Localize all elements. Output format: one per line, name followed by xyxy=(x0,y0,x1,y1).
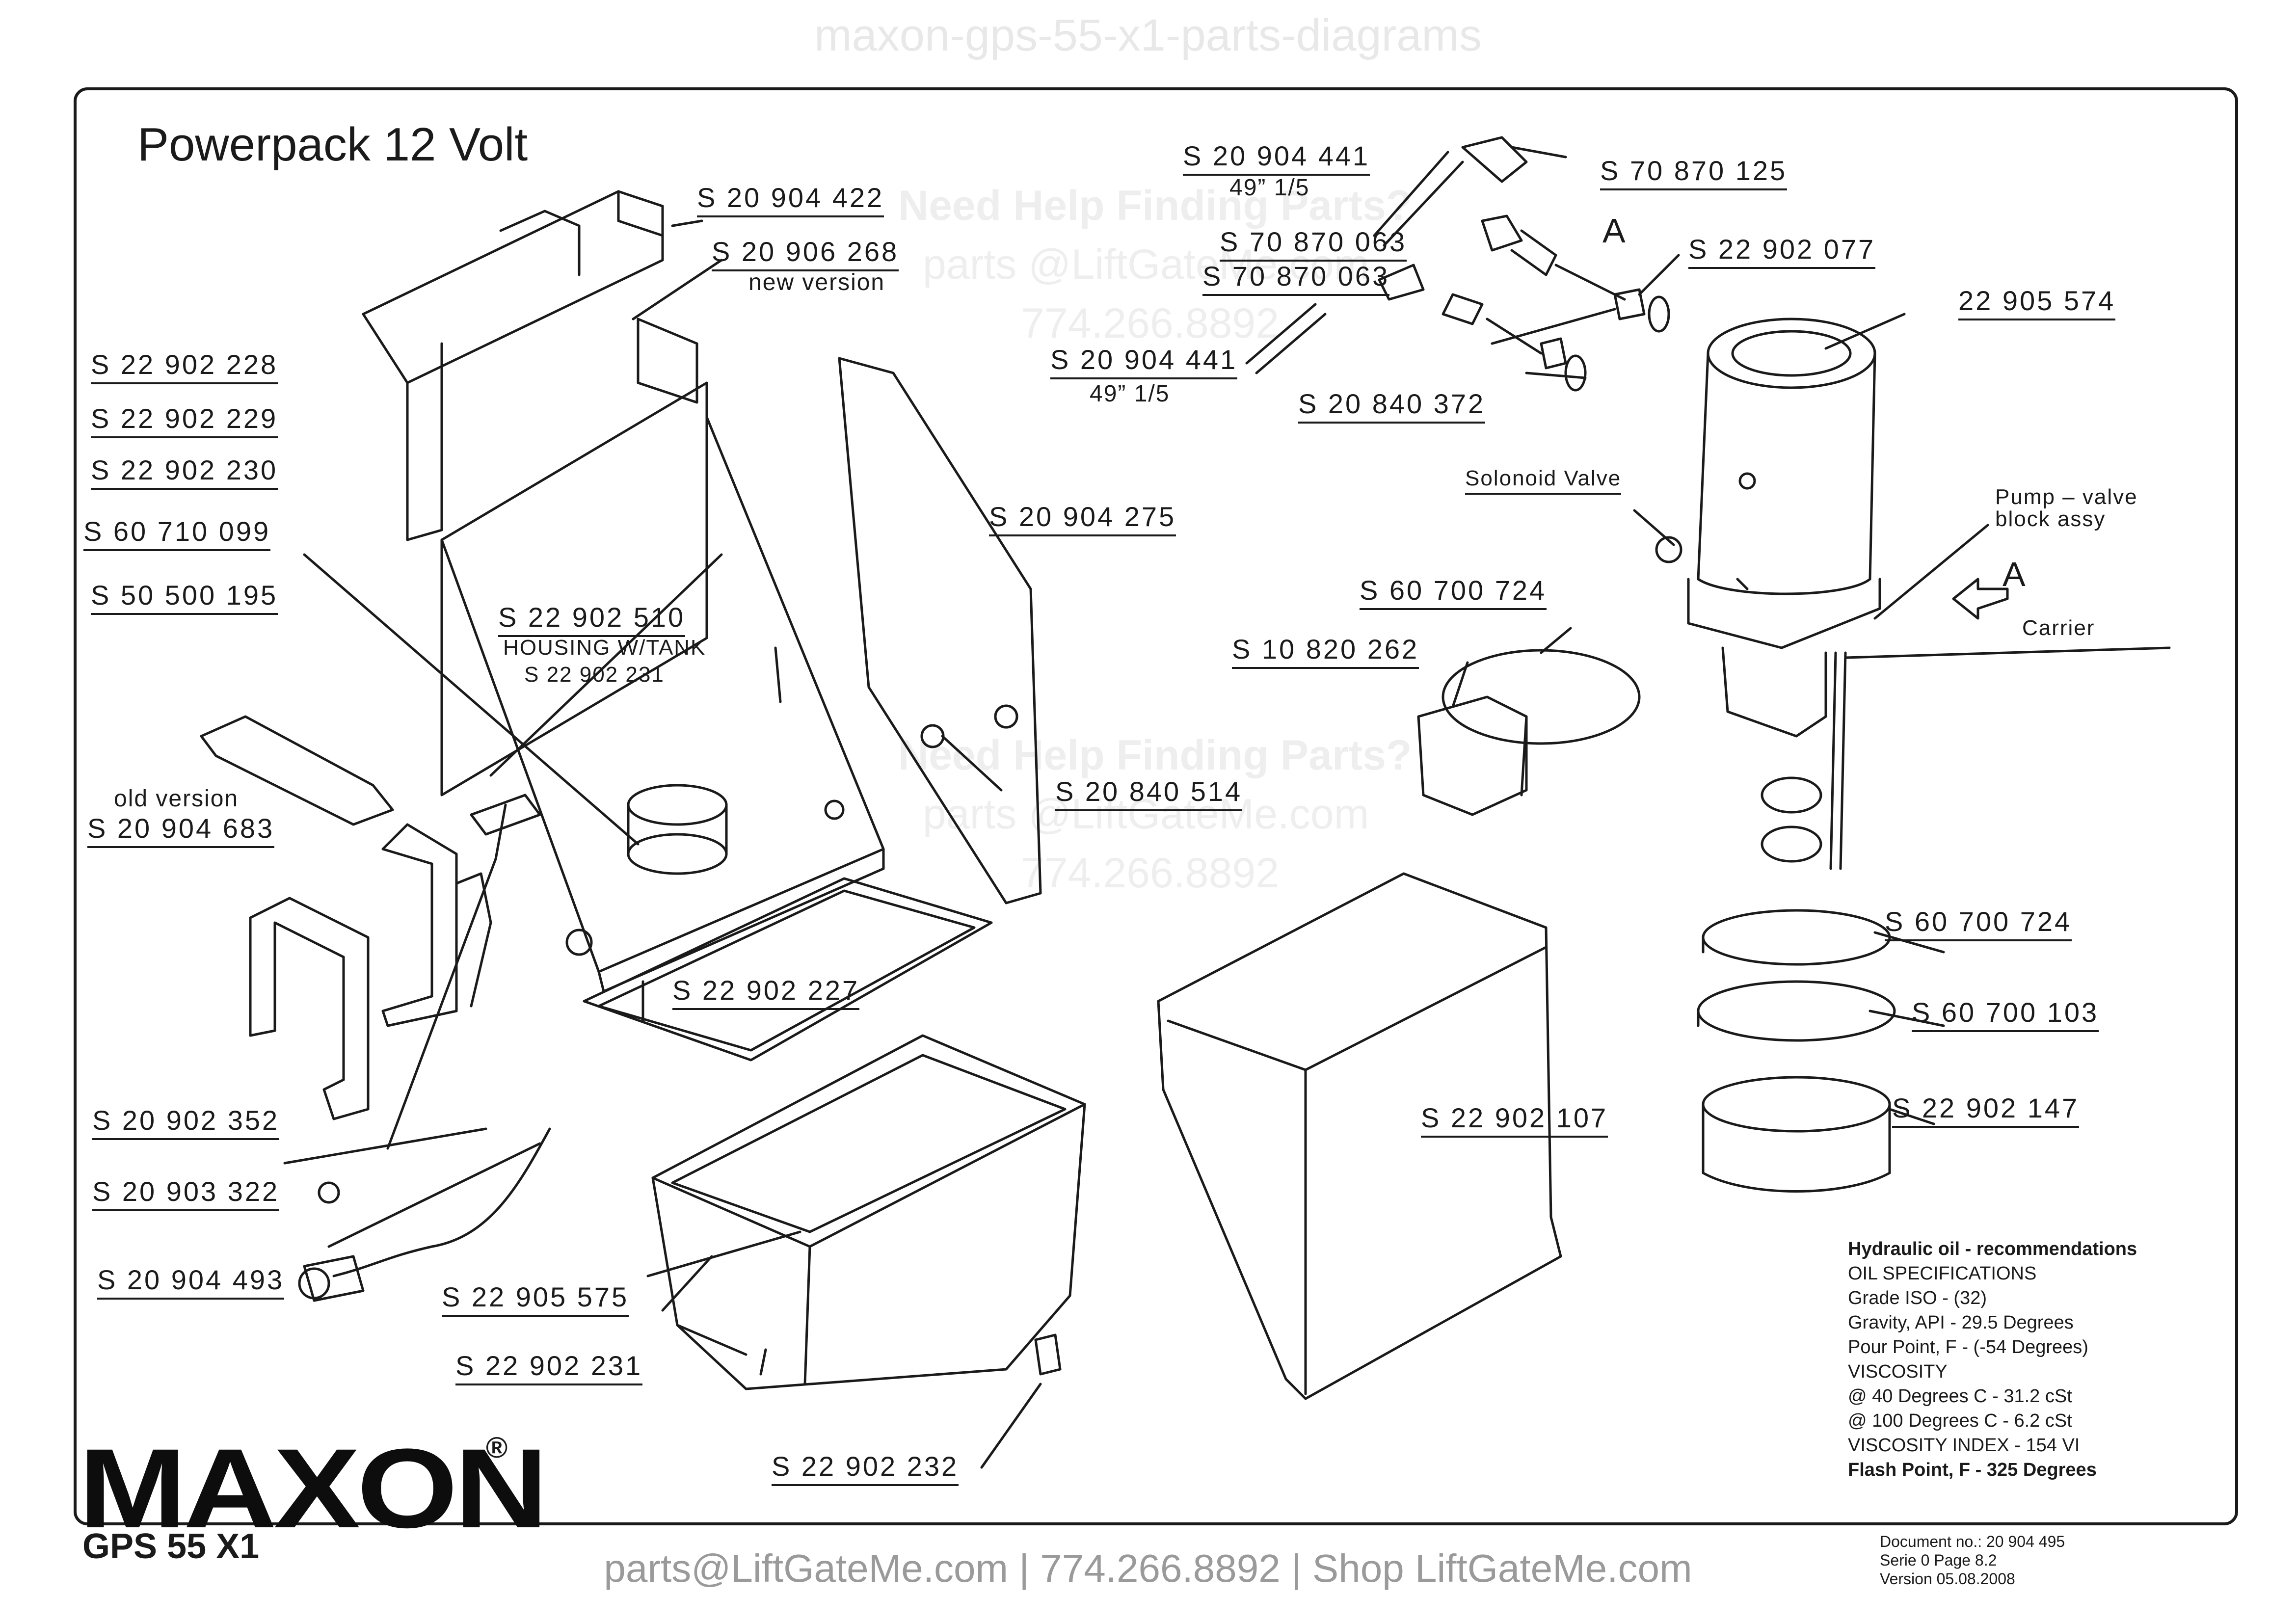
part-label: S 60 700 103 xyxy=(1912,996,2099,1032)
part-label: S 20 904 422 xyxy=(697,182,884,217)
document-version: Version 05.08.2008 xyxy=(1880,1570,2015,1588)
part-label: S 20 840 372 xyxy=(1298,388,1486,424)
part-label: S 20 904 275 xyxy=(989,501,1176,536)
part-label: S 60 700 724 xyxy=(1885,905,2072,941)
view-label-a: A xyxy=(2002,555,2026,593)
part-label: S 22 905 575 xyxy=(442,1281,629,1317)
part-note: block assy xyxy=(1995,507,2106,531)
part-label: S 70 870 063 xyxy=(1220,226,1407,262)
part-label: S 22 902 107 xyxy=(1421,1102,1608,1138)
document-info: Document no.: 20 904 495 Serie 0 Page 8.… xyxy=(1880,1532,2065,1588)
oil-line: VISCOSITY INDEX - 154 VI xyxy=(1848,1435,2080,1456)
part-label: S 20 904 493 xyxy=(97,1264,285,1300)
diagram-title: Powerpack 12 Volt xyxy=(137,118,528,171)
watermark-help: Need Help Finding Parts? xyxy=(898,732,1412,779)
part-label: S 20 902 352 xyxy=(92,1104,280,1140)
oil-line: Grade ISO - (32) xyxy=(1848,1288,1987,1308)
part-label: S 20 904 683 xyxy=(87,812,275,848)
view-label-a: A xyxy=(1602,212,1626,250)
part-label: S 60 710 099 xyxy=(83,515,271,551)
oil-heading: Hydraulic oil - recommendations xyxy=(1848,1239,2137,1259)
part-label: S 20 906 268 xyxy=(712,236,899,271)
part-label: S 22 902 077 xyxy=(1688,233,1876,269)
part-label: S 22 902 229 xyxy=(91,402,278,438)
part-label: S 22 902 230 xyxy=(91,454,278,490)
part-note: S 22 902 231 xyxy=(524,663,665,687)
part-label: S 70 870 125 xyxy=(1600,155,1788,190)
part-label: 22 905 574 xyxy=(1958,285,2116,320)
watermark-phone: 774.266.8892 xyxy=(1021,850,1280,897)
part-note: Pump – valve xyxy=(1995,485,2138,509)
part-label: S 50 500 195 xyxy=(91,579,278,615)
part-label: S 20 904 441 xyxy=(1183,140,1370,176)
part-label: S 22 902 227 xyxy=(672,974,860,1010)
oil-line: Pour Point, F - (-54 Degrees) xyxy=(1848,1337,2088,1357)
oil-line: VISCOSITY xyxy=(1848,1361,1948,1382)
part-label: S 70 870 063 xyxy=(1202,260,1390,296)
part-label: S 22 902 228 xyxy=(91,348,278,384)
part-label: S 20 904 441 xyxy=(1050,344,1238,379)
drawing-frame xyxy=(74,87,2238,1525)
part-note: 49” 1/5 xyxy=(1090,381,1170,407)
registered-mark: ® xyxy=(486,1431,508,1464)
maxon-logo: MAXON xyxy=(79,1425,548,1551)
oil-line: @ 40 Degrees C - 31.2 cSt xyxy=(1848,1386,2072,1407)
part-label: S 22 902 510 xyxy=(498,601,686,637)
oil-line: Gravity, API - 29.5 Degrees xyxy=(1848,1312,2074,1333)
part-label: S 10 820 262 xyxy=(1232,633,1419,669)
part-note: 49” 1/5 xyxy=(1229,175,1310,201)
watermark-help: Need Help Finding Parts? xyxy=(898,182,1412,229)
oil-recommendations: Hydraulic oil - recommendations OIL SPEC… xyxy=(1848,1237,2137,1482)
watermark-email: parts @LiftGateMe.com xyxy=(923,791,1369,838)
oil-line: @ 100 Degrees C - 6.2 cSt xyxy=(1848,1410,2072,1431)
part-note: Carrier xyxy=(2022,616,2095,640)
oil-line: OIL SPECIFICATIONS xyxy=(1848,1263,2037,1284)
part-note: HOUSING W/TANK xyxy=(503,636,706,660)
document-number: Document no.: 20 904 495 xyxy=(1880,1533,2065,1550)
document-page: Serie 0 Page 8.2 xyxy=(1880,1551,1997,1569)
part-note: old version xyxy=(114,786,239,812)
part-label: S 22 902 232 xyxy=(772,1450,959,1486)
part-note: Solonoid Valve xyxy=(1465,466,1622,495)
part-note: new version xyxy=(748,269,885,295)
model-name: GPS 55 X1 xyxy=(82,1527,260,1566)
footer-contact: parts@LiftGateMe.com | 774.266.8892 | Sh… xyxy=(604,1546,1692,1590)
watermark-email: parts @LiftGateMe.com xyxy=(923,241,1369,288)
watermark-phone: 774.266.8892 xyxy=(1021,300,1280,347)
watermark-top: maxon-gps-55-x1-parts-diagrams xyxy=(814,10,1482,60)
oil-flash-point: Flash Point, F - 325 Degrees xyxy=(1848,1460,2097,1480)
part-label: S 20 840 514 xyxy=(1055,775,1243,811)
part-label: S 22 902 147 xyxy=(1892,1092,2080,1128)
part-label: S 22 902 231 xyxy=(455,1350,643,1385)
part-label: S 60 700 724 xyxy=(1360,574,1547,610)
part-label: S 20 903 322 xyxy=(92,1175,280,1211)
